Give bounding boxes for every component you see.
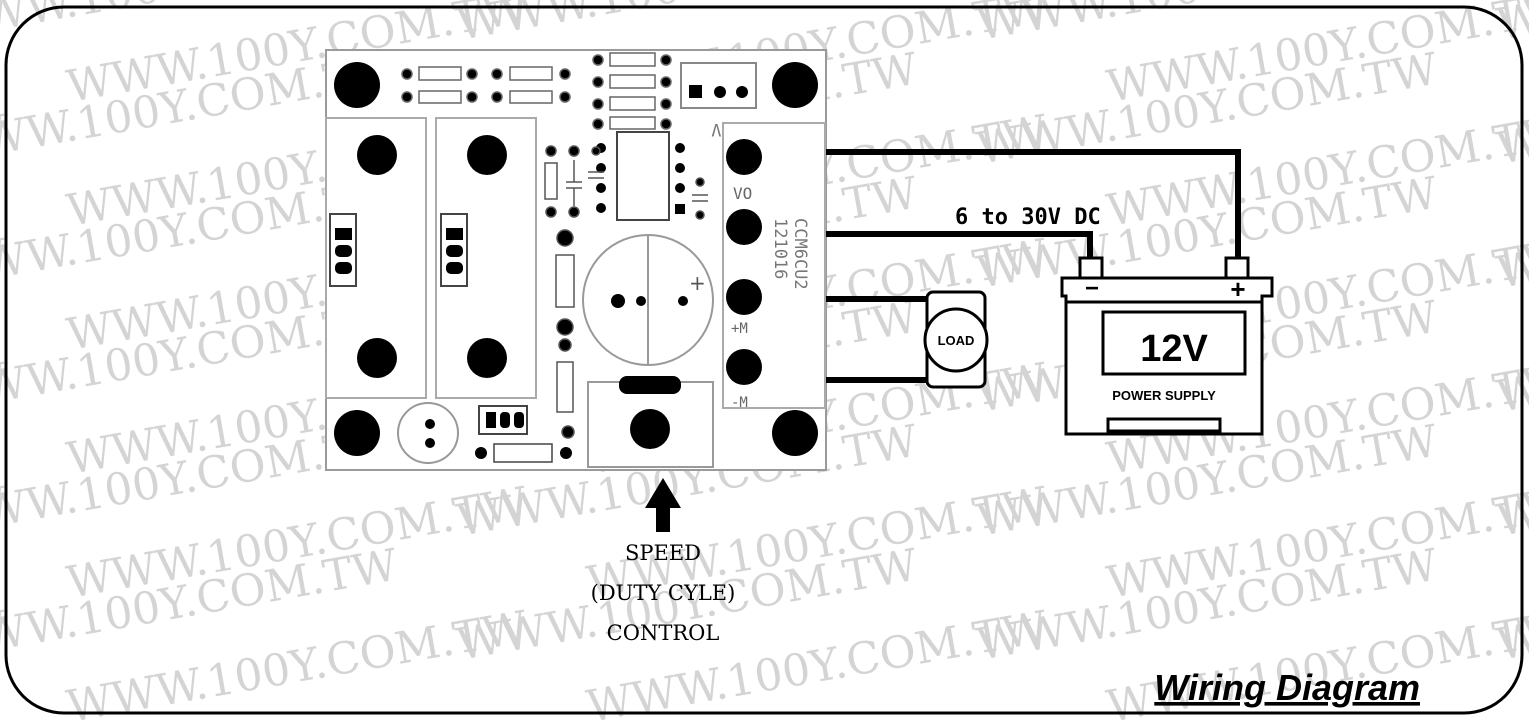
battery-caption: POWER SUPPLY bbox=[1112, 388, 1216, 403]
terminal-plus-m bbox=[726, 279, 762, 315]
resistor-stack bbox=[592, 52, 672, 130]
mounting-hole bbox=[334, 62, 380, 108]
pin-label-vo: VO bbox=[733, 184, 752, 203]
terminal-vo bbox=[726, 209, 762, 245]
supply-voltage-label: 6 to 30V DC bbox=[955, 205, 1101, 230]
left-module bbox=[325, 117, 427, 399]
mounting-hole bbox=[772, 410, 818, 456]
battery-positive-symbol: + bbox=[1230, 274, 1245, 304]
bottom-components bbox=[397, 402, 572, 464]
diagram-title: Wiring Diagram bbox=[1154, 667, 1420, 708]
transistor-middle bbox=[440, 213, 468, 287]
battery-voltage: 12V bbox=[1140, 328, 1208, 370]
mounting-hole bbox=[334, 410, 380, 456]
module-hole bbox=[467, 135, 507, 175]
mounting-hole bbox=[772, 62, 818, 108]
electrolytic-capacitor: + bbox=[582, 234, 714, 366]
middle-module bbox=[435, 117, 537, 399]
transistor-left bbox=[329, 213, 357, 287]
ic-chip bbox=[596, 131, 685, 221]
speed-control-line1: SPEED bbox=[625, 541, 701, 565]
terminal-v-plus bbox=[726, 139, 762, 175]
pcb-board: 6V-30V bbox=[325, 49, 827, 471]
wire-negative bbox=[826, 231, 1093, 262]
wire-positive bbox=[826, 149, 1241, 262]
load-label: LOAD bbox=[938, 333, 975, 348]
speed-arrow bbox=[645, 478, 681, 532]
pcb-model-label: CCM6CU2 bbox=[790, 218, 810, 290]
top-connector bbox=[680, 62, 757, 109]
speed-control-line2: (DUTY CYLE) bbox=[591, 581, 736, 605]
module-hole bbox=[467, 338, 507, 378]
module-hole bbox=[357, 135, 397, 175]
terminal-strip: VO +M -M CCM6CU2 121016 bbox=[722, 122, 826, 411]
diagram-frame bbox=[4, 5, 1524, 715]
pot-plus-marking: + bbox=[689, 271, 706, 295]
top-resistors bbox=[401, 66, 571, 104]
pin-label-minus-m: -M bbox=[731, 395, 748, 411]
battery-negative-symbol: − bbox=[1085, 275, 1099, 302]
speed-control-line3: CONTROL bbox=[607, 621, 720, 645]
small-components bbox=[544, 145, 708, 439]
module-hole bbox=[357, 338, 397, 378]
speed-potentiometer bbox=[587, 376, 714, 468]
load: LOAD bbox=[923, 290, 989, 389]
pcb-date-code: 121016 bbox=[770, 218, 790, 279]
terminal-minus-m bbox=[726, 349, 762, 385]
pin-label-plus-m: +M bbox=[731, 321, 748, 337]
battery: − + 12V POWER SUPPLY bbox=[1060, 256, 1274, 436]
